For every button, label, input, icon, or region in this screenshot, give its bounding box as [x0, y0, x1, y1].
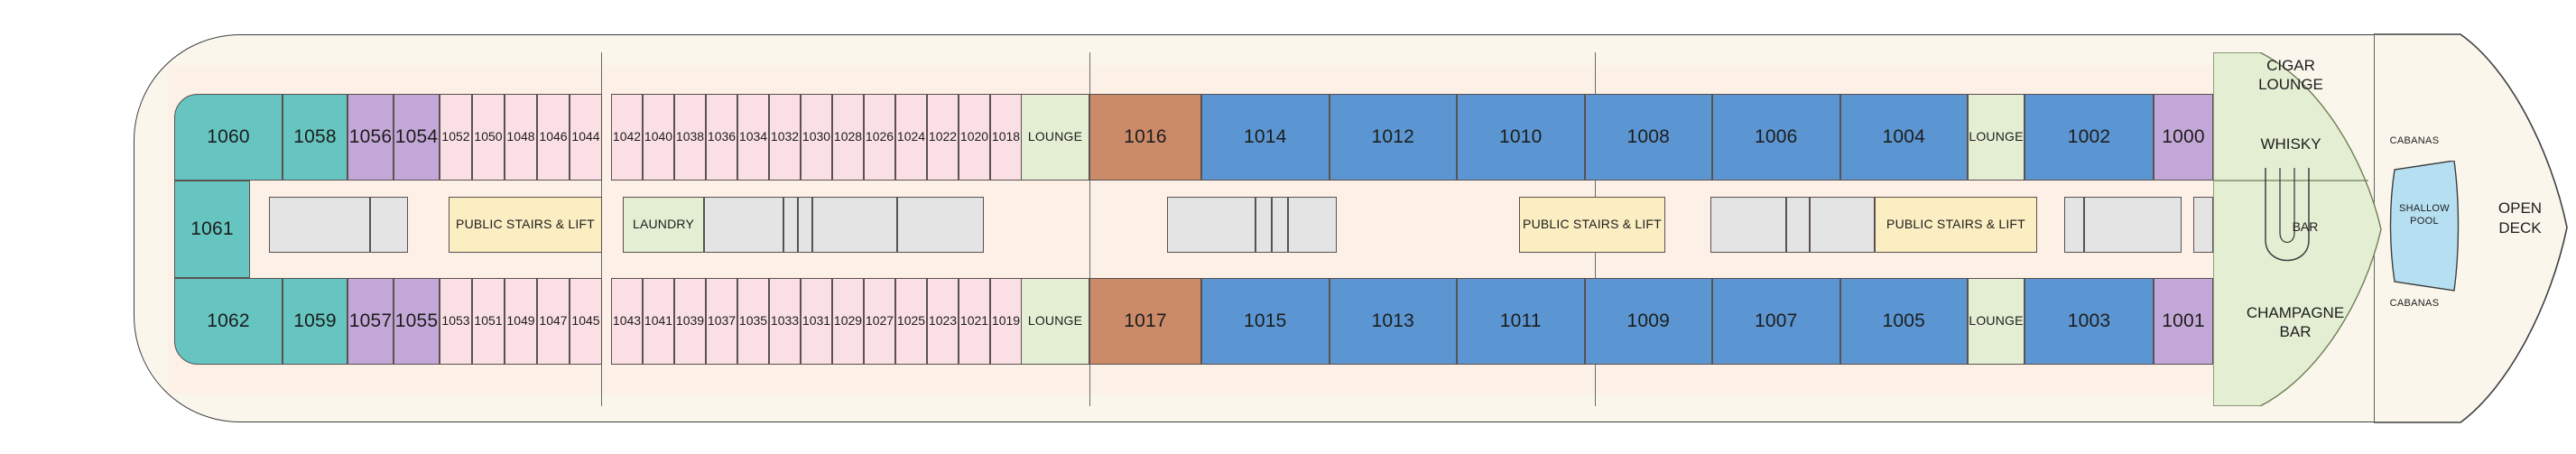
cabin-1062[interactable]: 1062 — [174, 278, 283, 365]
service-block-mid-5 — [897, 197, 984, 253]
service-block-mid-3 — [798, 197, 812, 253]
cabin-1055[interactable]: 1055 — [394, 278, 440, 365]
cabin-1009[interactable]: 1009 — [1584, 278, 1712, 365]
service-block-bow-2 — [2084, 197, 2182, 253]
cabin-1059[interactable]: 1059 — [283, 278, 347, 365]
cabin-1029[interactable]: 1029 — [832, 278, 864, 365]
cabin-1024[interactable]: 1024 — [895, 94, 927, 181]
cabin-1042[interactable]: 1042 — [611, 94, 643, 181]
service-block-fwd-3 — [1272, 197, 1288, 253]
cabin-1027[interactable]: 1027 — [864, 278, 895, 365]
cabin-1052[interactable]: 1052 — [440, 94, 472, 181]
cabin-1051[interactable]: 1051 — [472, 278, 505, 365]
public-stairs-lift-aft[interactable]: PUBLIC STAIRS & LIFT — [449, 197, 602, 253]
public-stairs-lift-mid[interactable]: PUBLIC STAIRS & LIFT — [1519, 197, 1665, 253]
cabin-1022[interactable]: 1022 — [927, 94, 959, 181]
bow-outline — [2374, 32, 2576, 424]
champagne-bar-label[interactable]: CHAMPAGNE BAR — [2246, 303, 2345, 340]
public-stairs-lift-fwd[interactable]: PUBLIC STAIRS & LIFT — [1875, 197, 2037, 253]
cabin-1046[interactable]: 1046 — [537, 94, 570, 181]
cabin-1016[interactable]: 1016 — [1089, 94, 1201, 181]
cabin-1026[interactable]: 1026 — [864, 94, 895, 181]
cabin-1003[interactable]: 1003 — [2025, 278, 2154, 365]
cabanas-lower-label: CABANAS — [2389, 298, 2440, 310]
cabin-1057[interactable]: 1057 — [347, 278, 394, 365]
cabin-1031[interactable]: 1031 — [801, 278, 832, 365]
cabin-1012[interactable]: 1012 — [1329, 94, 1457, 181]
cabin-1041[interactable]: 1041 — [643, 278, 674, 365]
lounge-port-aft[interactable]: LOUNGE — [1021, 94, 1089, 181]
lounge-port-fwd[interactable]: LOUNGE — [1968, 94, 2025, 181]
cabin-1033[interactable]: 1033 — [769, 278, 801, 365]
cabin-1025[interactable]: 1025 — [895, 278, 927, 365]
cabin-1054[interactable]: 1054 — [394, 94, 440, 181]
cabin-1058[interactable]: 1058 — [283, 94, 347, 181]
cabin-1034[interactable]: 1034 — [737, 94, 769, 181]
cabin-1019[interactable]: 1019 — [990, 278, 1022, 365]
zone-divider-mid — [1089, 52, 1091, 406]
lounge-starboard-aft[interactable]: LOUNGE — [1021, 278, 1089, 365]
laundry[interactable]: LAUNDRY — [623, 197, 704, 253]
cabin-1056[interactable]: 1056 — [347, 94, 394, 181]
cabin-1049[interactable]: 1049 — [505, 278, 537, 365]
cabin-1021[interactable]: 1021 — [959, 278, 990, 365]
cabin-1045[interactable]: 1045 — [570, 278, 602, 365]
bar-label[interactable]: BAR — [2292, 218, 2319, 234]
service-block-aft-2 — [370, 197, 408, 253]
service-block-fwd-4 — [1288, 197, 1337, 253]
cabin-1030[interactable]: 1030 — [801, 94, 832, 181]
service-block-bow-3 — [2193, 197, 2213, 253]
service-block-aft-1 — [269, 197, 370, 253]
cabin-1000[interactable]: 1000 — [2154, 94, 2213, 181]
cabin-1032[interactable]: 1032 — [769, 94, 801, 181]
cabin-1050[interactable]: 1050 — [472, 94, 505, 181]
cabin-1002[interactable]: 1002 — [2025, 94, 2154, 181]
whisky-label[interactable]: WHISKY — [2260, 135, 2321, 153]
cabanas-upper-label: CABANAS — [2389, 135, 2440, 147]
cabin-1060[interactable]: 1060 — [174, 94, 283, 181]
lounge-starboard-fwd[interactable]: LOUNGE — [1968, 278, 2025, 365]
cabin-1005[interactable]: 1005 — [1839, 278, 1968, 365]
open-deck-label: OPEN DECK — [2497, 199, 2543, 236]
cabin-1007[interactable]: 1007 — [1712, 278, 1840, 365]
cabin-1011[interactable]: 1011 — [1457, 278, 1585, 365]
cabin-1039[interactable]: 1039 — [674, 278, 706, 365]
cabin-1020[interactable]: 1020 — [959, 94, 990, 181]
cabin-1028[interactable]: 1028 — [832, 94, 864, 181]
service-block-fwd-1 — [1167, 197, 1256, 253]
cabin-1038[interactable]: 1038 — [674, 94, 706, 181]
cabin-1017[interactable]: 1017 — [1089, 278, 1201, 365]
cigar-lounge-label[interactable]: CIGAR LOUNGE — [2258, 56, 2323, 93]
service-block-mid-1 — [704, 197, 783, 253]
cabin-1014[interactable]: 1014 — [1201, 94, 1330, 181]
cabin-1061[interactable]: 1061 — [174, 181, 250, 278]
service-block-fwd-6 — [1786, 197, 1810, 253]
cabin-1013[interactable]: 1013 — [1329, 278, 1457, 365]
shallow-pool-label: SHALLOW POOL — [2399, 202, 2450, 227]
service-block-mid-2 — [783, 197, 798, 253]
cabin-1023[interactable]: 1023 — [927, 278, 959, 365]
service-block-bow-1 — [2064, 197, 2084, 253]
cabin-1001[interactable]: 1001 — [2154, 278, 2213, 365]
cabin-1010[interactable]: 1010 — [1457, 94, 1585, 181]
cabin-1004[interactable]: 1004 — [1839, 94, 1968, 181]
service-block-fwd-7 — [1810, 197, 1875, 253]
cabin-1047[interactable]: 1047 — [537, 278, 570, 365]
cabin-1048[interactable]: 1048 — [505, 94, 537, 181]
service-block-mid-4 — [812, 197, 897, 253]
cabin-1040[interactable]: 1040 — [643, 94, 674, 181]
cabin-1043[interactable]: 1043 — [611, 278, 643, 365]
cabin-1015[interactable]: 1015 — [1201, 278, 1330, 365]
cabin-1037[interactable]: 1037 — [706, 278, 737, 365]
cabin-1018[interactable]: 1018 — [990, 94, 1022, 181]
cabin-1008[interactable]: 1008 — [1584, 94, 1712, 181]
service-block-fwd-5 — [1710, 197, 1786, 253]
cabin-1006[interactable]: 1006 — [1712, 94, 1840, 181]
cabin-1053[interactable]: 1053 — [440, 278, 472, 365]
service-block-fwd-2 — [1256, 197, 1272, 253]
cabin-1044[interactable]: 1044 — [570, 94, 602, 181]
cabin-1036[interactable]: 1036 — [706, 94, 737, 181]
cabin-1035[interactable]: 1035 — [737, 278, 769, 365]
